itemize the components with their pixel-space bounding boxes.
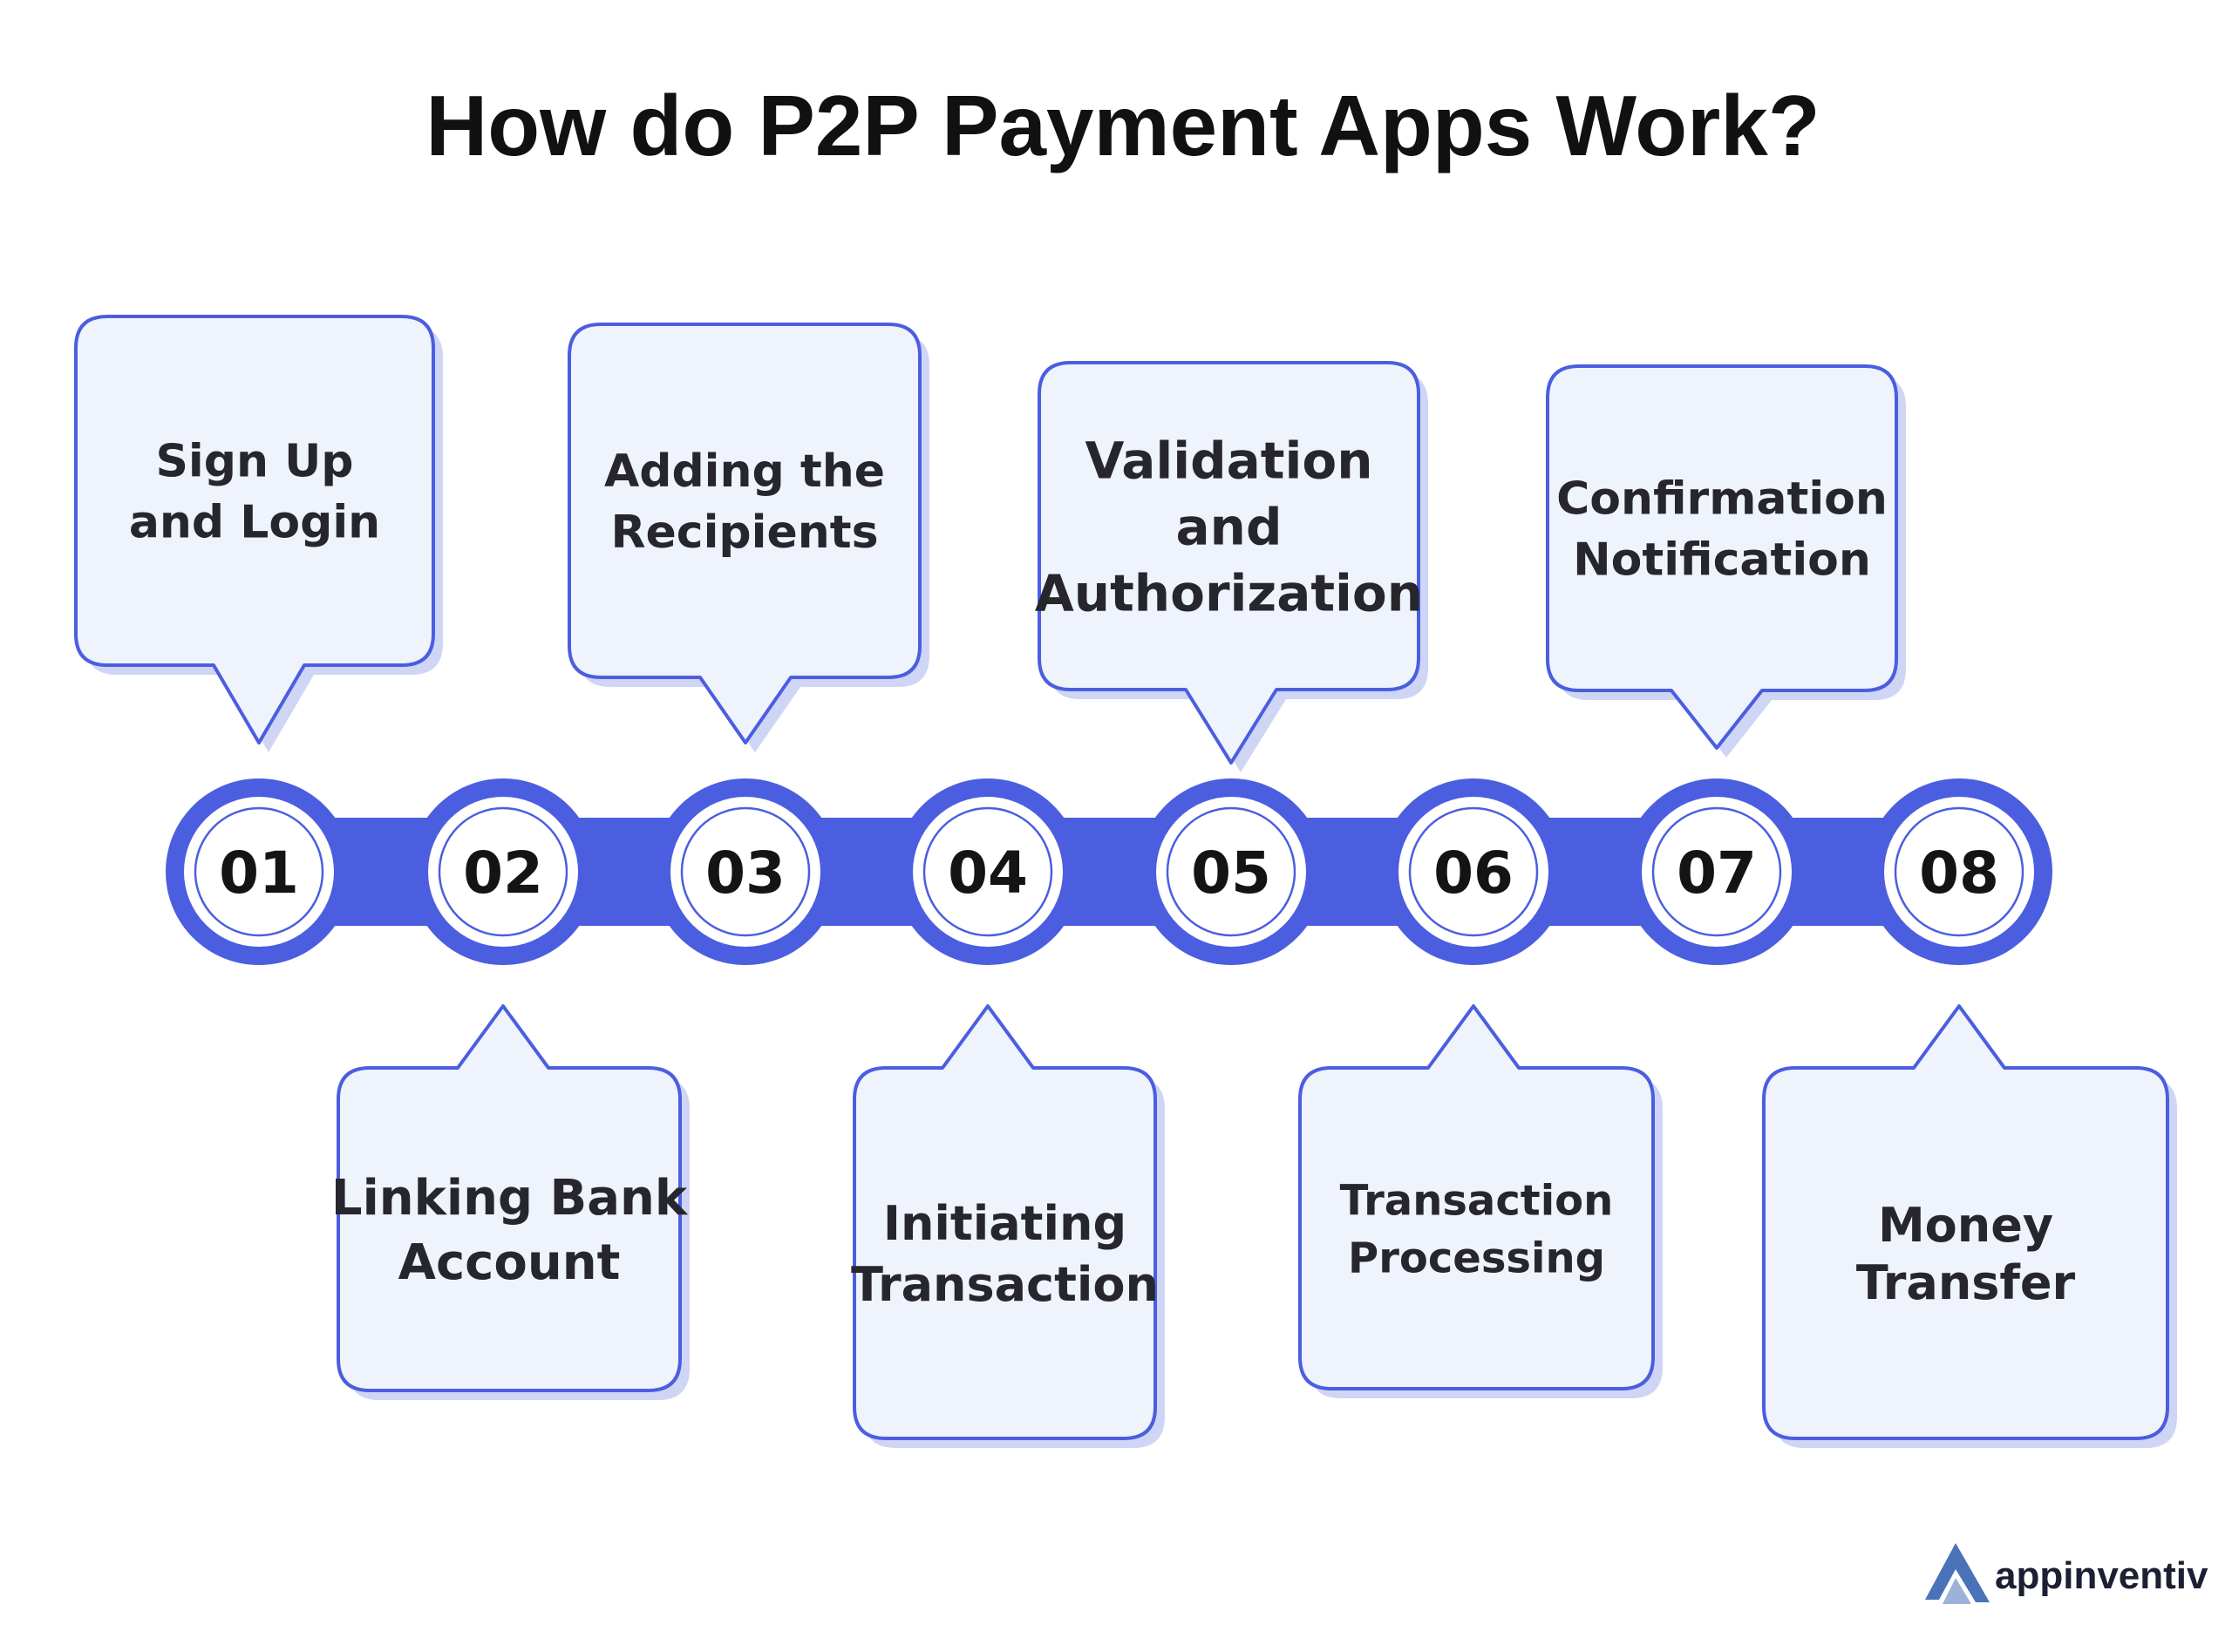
step-node-01: 01 [166,778,352,965]
step-label-line: Confirmation [1556,473,1888,526]
step-label-line: Transaction [851,1257,1159,1312]
appinventiv-logo-icon [1925,1543,1990,1602]
step-label-line: Initiating [883,1196,1126,1251]
callout-box [1038,361,1420,765]
node-inner-circle [1894,806,2024,937]
callout-box [337,1004,682,1392]
step-callout-01: Sign Up and Login [74,315,443,752]
callout-box [74,315,435,744]
logo-accent-shape [1943,1578,1971,1604]
node-inner-circle [922,806,1053,937]
step-label-line: Money [1878,1198,2053,1253]
node-inner-circle [1651,806,1782,937]
step-label-line: and [1176,497,1283,556]
callout-box [568,323,922,744]
step-number: 04 [948,840,1028,907]
node-inner-circle [1408,806,1539,937]
step-node-08: 08 [1866,778,2052,965]
step-label-line: Account [398,1234,621,1291]
node-inner-circle [680,806,811,937]
brand-name: appinventiv [1995,1554,2208,1597]
node-inner-circle [438,806,568,937]
step-label-line: Recipients [610,506,878,559]
callout-box [1762,1004,2169,1440]
callout-box [1546,364,1898,750]
step-number: 06 [1433,840,1514,907]
step-number: 01 [219,840,299,907]
node-inner-circle [194,806,324,937]
step-label-line: and Login [129,497,380,549]
step-node-06: 06 [1380,778,1567,965]
callout-box [853,1004,1157,1440]
step-node-07: 07 [1623,778,1810,965]
step-label-line: Transaction [1340,1176,1614,1225]
step-node-03: 03 [652,778,839,965]
step-label-line: Validation [1085,431,1372,490]
step-number: 03 [705,840,786,907]
step-label-line: Adding the [604,445,885,498]
step-label-line: Sign Up [155,436,353,488]
step-node-04: 04 [895,778,1081,965]
step-number: 08 [1919,840,1999,907]
step-label-line: Processing [1348,1234,1605,1282]
step-number: 02 [463,840,543,907]
callout-box [1298,1004,1655,1390]
step-label-line: Authorization [1035,563,1423,622]
step-label-line: Notification [1573,534,1871,587]
step-node-02: 02 [410,778,596,965]
brand-logo: appinventiv [1925,1543,2208,1604]
diagram-title: How do P2P Payment Apps Work? [425,78,1820,173]
node-inner-circle [1166,806,1296,937]
step-number: 07 [1677,840,1757,907]
timeline-chain: 01 02 03 04 05 06 07 08 [166,778,2052,965]
step-label-line: Linking Bank [331,1170,689,1227]
step-node-05: 05 [1138,778,1324,965]
step-number: 05 [1191,840,1271,907]
step-label-line: Transfer [1856,1255,2076,1310]
